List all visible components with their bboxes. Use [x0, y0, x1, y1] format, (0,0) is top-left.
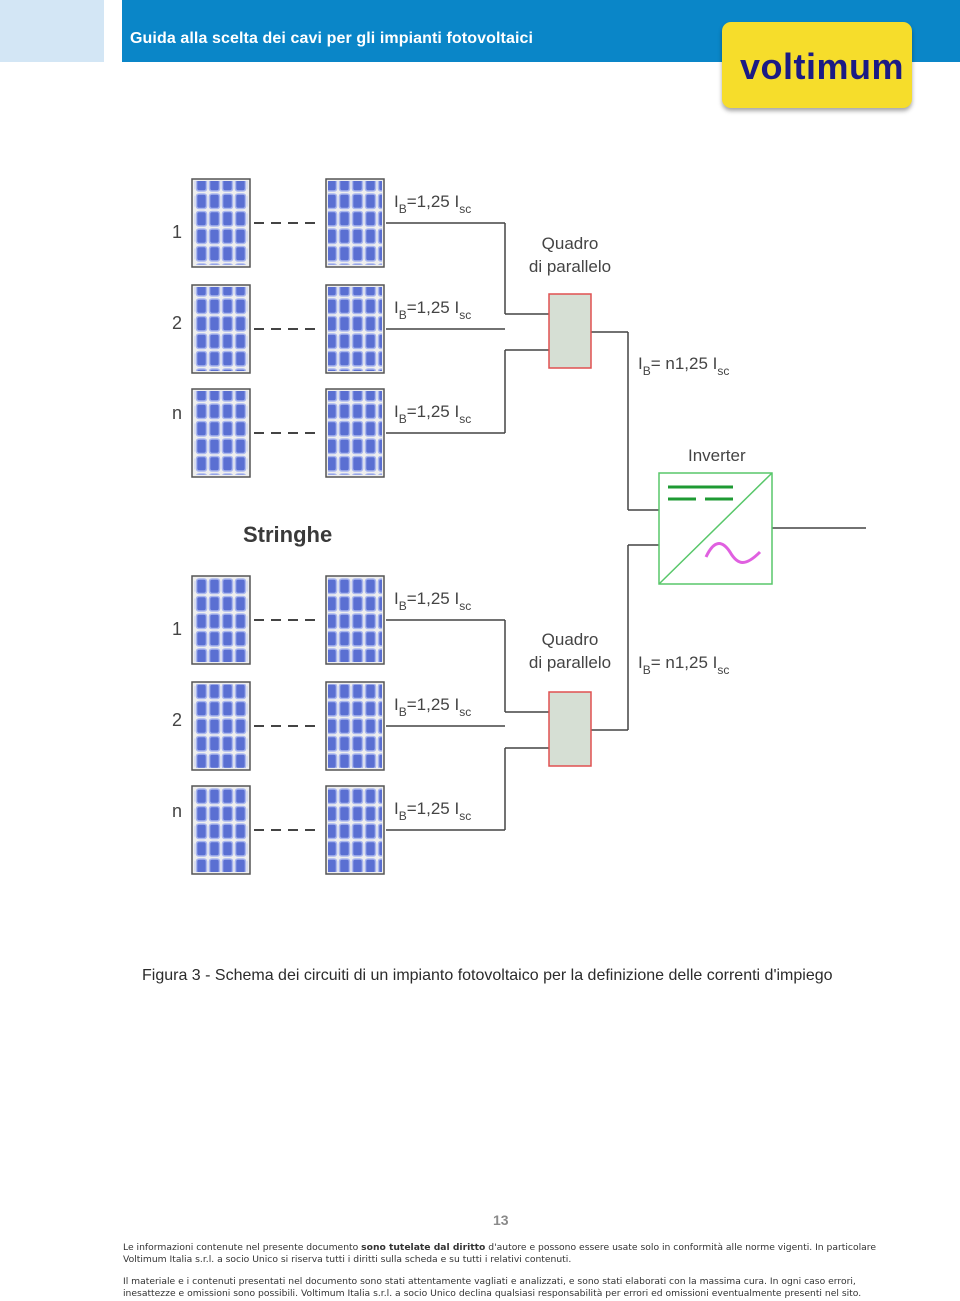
pv-panel-g1-r1-a-cells — [194, 684, 248, 768]
total-current-label-g1: IB= n1,25 Isc — [638, 653, 729, 677]
pv-panel-g1-r0-a-cells — [194, 578, 248, 662]
logo-text: voltimum — [740, 46, 905, 87]
footer-text-bold: sono tutelate dal diritto — [361, 1242, 486, 1253]
quadro-label-line2-g1: di parallelo — [529, 653, 611, 672]
string-current-label-g0-r2: IB=1,25 Isc — [394, 402, 471, 426]
pv-panel-g1-r1-b-cells — [328, 684, 382, 768]
pv-panel-g0-r2-a-cells — [194, 391, 248, 475]
quadro-label-line1-g1: Quadro — [542, 630, 599, 649]
figure-caption: Figura 3 - Schema dei circuiti di un imp… — [142, 967, 833, 984]
footer-copyright: Le informazioni contenute nel presente d… — [123, 1242, 888, 1266]
total-current-label-g0: IB= n1,25 Isc — [638, 354, 729, 378]
document-title: Guida alla scelta dei cavi per gli impia… — [130, 30, 534, 47]
pv-panel-g0-r1-b-cells — [328, 287, 382, 371]
page-number: 13 — [493, 1212, 509, 1228]
ac-sine-icon — [704, 542, 762, 564]
string-current-label-g1-r0: IB=1,25 Isc — [394, 589, 471, 613]
row-label-g0-r1: 2 — [172, 313, 182, 333]
footer-text-c: d'autore e possono essere usate solo in … — [123, 1242, 877, 1265]
stringhe-label: Stringhe — [243, 522, 332, 547]
string-current-label-g1-r2: IB=1,25 Isc — [394, 799, 471, 823]
pv-panel-g0-r1-a-cells — [194, 287, 248, 371]
string-current-label-g1-r1: IB=1,25 Isc — [394, 695, 471, 719]
quadro-di-parallelo-box-g1 — [548, 691, 592, 767]
pv-panel-g1-r2-a-cells — [194, 788, 248, 872]
quadro-label-line1-g0: Quadro — [542, 234, 599, 253]
header-left-block — [0, 0, 104, 62]
row-label-g1-r0: 1 — [172, 619, 182, 639]
quadro-label-line2-g0: di parallelo — [529, 257, 611, 276]
pv-panel-g0-r0-b-cells — [328, 181, 382, 265]
row-label-g1-r1: 2 — [172, 710, 182, 730]
pv-panel-g0-r2-b-cells — [328, 391, 382, 475]
string-current-label-g0-r1: IB=1,25 Isc — [394, 298, 471, 322]
pv-panel-g1-r0-b-cells — [328, 578, 382, 662]
string-current-label-g0-r0: IB=1,25 Isc — [394, 192, 471, 216]
pv-panel-g0-r0-a-cells — [194, 181, 248, 265]
row-label-g0-r2: n — [172, 403, 182, 423]
footer-disclaimer: Il materiale e i contenuti presentati ne… — [123, 1276, 862, 1299]
pv-panel-g1-r2-b-cells — [328, 788, 382, 872]
row-label-g1-r2: n — [172, 801, 182, 821]
row-label-g0-r0: 1 — [172, 222, 182, 242]
inverter-diagonal — [658, 472, 773, 585]
voltimum-logo[interactable]: voltimum — [722, 22, 912, 108]
quadro-di-parallelo-box-g0 — [548, 293, 592, 369]
inverter-label: Inverter — [688, 446, 746, 465]
footer-text-a: Le informazioni contenute nel presente d… — [123, 1242, 362, 1253]
